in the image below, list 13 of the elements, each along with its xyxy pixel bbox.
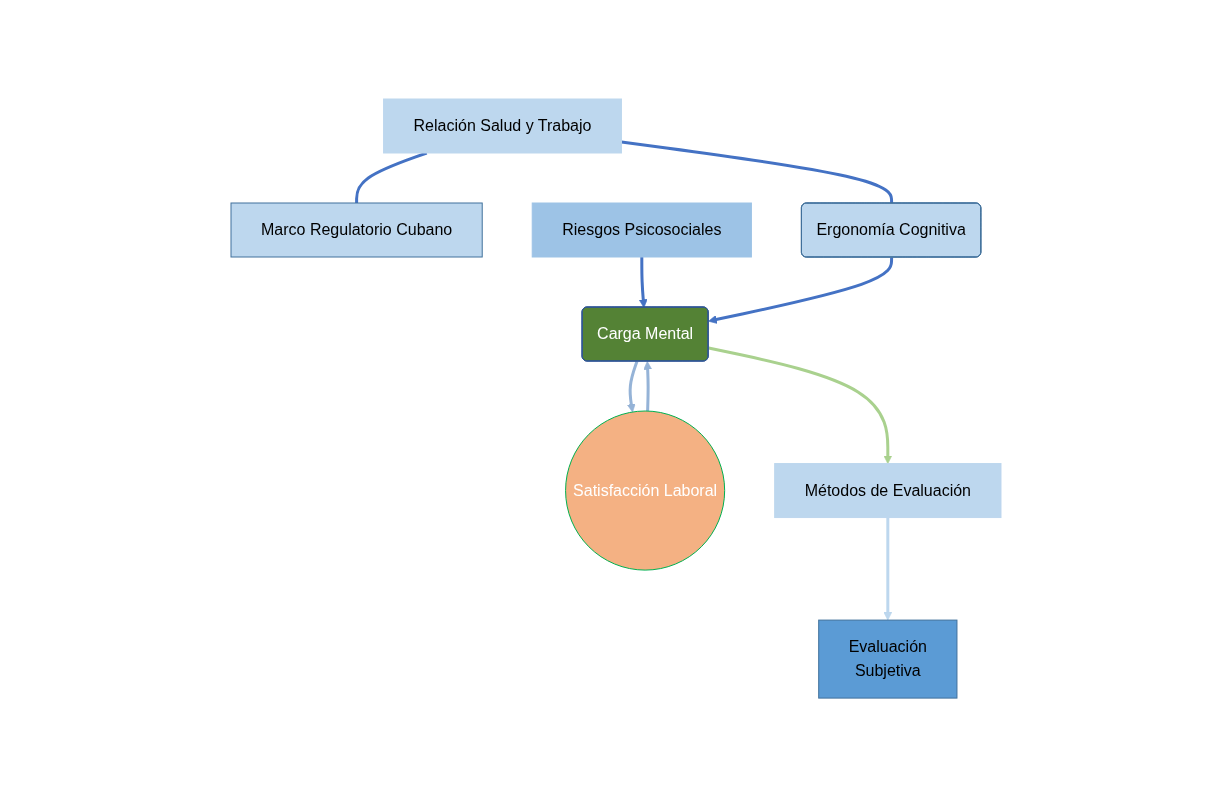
- arrow: [626, 361, 639, 413]
- node-box: Riesgos Psicosociales: [531, 202, 752, 258]
- arrow: [643, 361, 653, 412]
- arrow: [708, 347, 893, 465]
- arrow: [708, 257, 894, 325]
- node-box: Evaluación Subjetiva: [818, 620, 958, 700]
- node-box: Métodos de Evaluación: [774, 463, 1002, 519]
- node-box: Marco Regulatorio Cubano: [230, 202, 483, 258]
- arrow: [883, 518, 893, 621]
- node-box: Relación Salud y Trabajo: [383, 98, 622, 154]
- connector: [355, 152, 428, 204]
- arrow: [638, 257, 648, 309]
- node-circle: Satisfacción Laboral: [565, 410, 726, 572]
